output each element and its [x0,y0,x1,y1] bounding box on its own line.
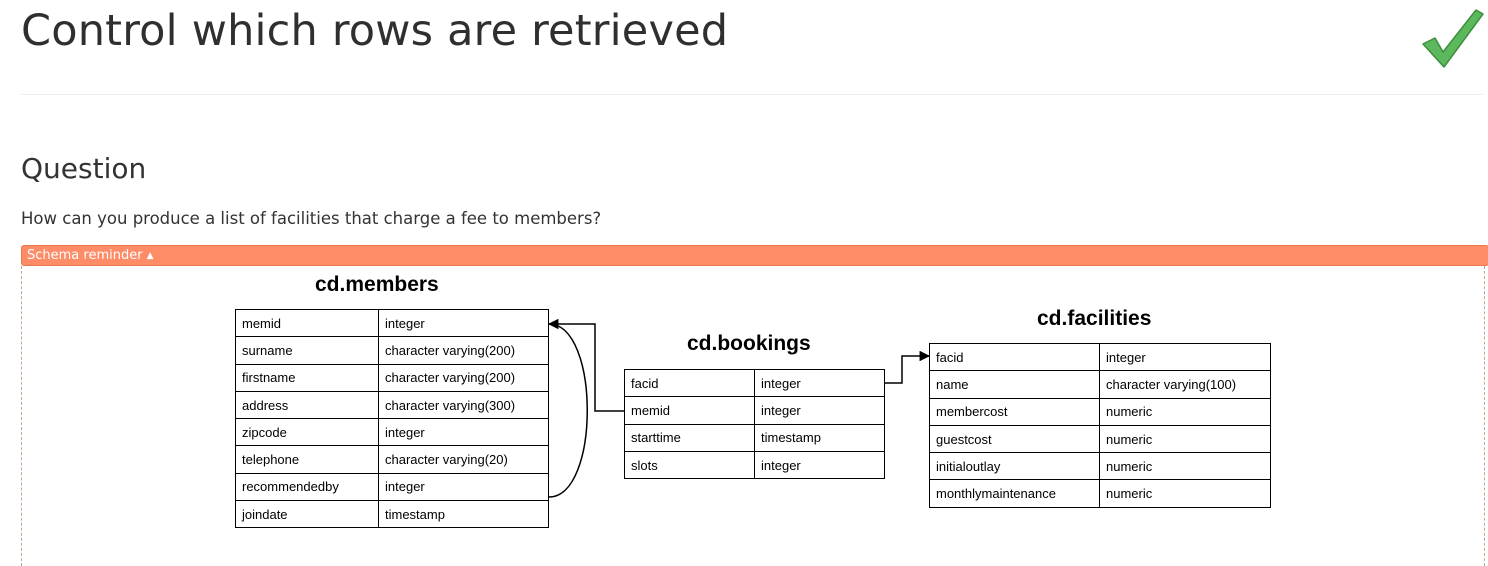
checkmark-icon [1422,9,1484,68]
column-name: zipcode [235,418,379,447]
column-type: character varying(20) [378,445,549,474]
column-name: surname [235,336,379,365]
column-name: slots [624,450,755,480]
column-type: integer [378,472,549,502]
column-type: numeric [1099,424,1271,454]
column-name: facid [624,368,755,398]
column-type: character varying(200) [378,363,549,392]
column-name: facid [929,342,1100,372]
facilities-table-title: cd.facilities [1037,307,1152,330]
members-table-title: cd.members [315,273,439,296]
column-type: numeric [1099,397,1271,426]
question-heading: Question [21,152,147,185]
column-type: integer [754,396,885,425]
column-name: address [235,390,379,420]
collapse-arrow-icon: ▲ [146,251,154,261]
column-type: integer [378,308,549,338]
column-type: timestamp [754,423,885,452]
column-name: memid [624,396,755,425]
column-type: character varying(300) [378,390,549,420]
column-name: recommendedby [235,472,379,502]
schema-reminder-toggle[interactable]: Schema reminder▲ [21,245,1488,266]
schema-reminder-label: Schema reminder [27,248,143,263]
column-type: character varying(100) [1099,370,1271,399]
column-name: joindate [235,500,379,529]
column-name: firstname [235,363,379,392]
column-name: memid [235,308,379,338]
column-name: starttime [624,423,755,452]
column-name: membercost [929,397,1100,426]
column-name: initialoutlay [929,452,1100,481]
column-type: integer [1099,342,1271,372]
column-name: name [929,370,1100,399]
schema-panel [21,266,1485,566]
column-type: numeric [1099,452,1271,481]
column-type: character varying(200) [378,336,549,365]
column-name: monthlymaintenance [929,479,1100,508]
column-type: integer [754,450,885,480]
question-text: How can you produce a list of facilities… [21,209,602,228]
bookings-table-title: cd.bookings [687,332,811,355]
header-divider [21,94,1483,95]
column-name: guestcost [929,424,1100,454]
column-type: timestamp [378,500,549,529]
column-type: integer [378,418,549,447]
page-title: Control which rows are retrieved [21,6,729,56]
column-name: telephone [235,445,379,474]
column-type: numeric [1099,479,1271,508]
column-type: integer [754,368,885,398]
